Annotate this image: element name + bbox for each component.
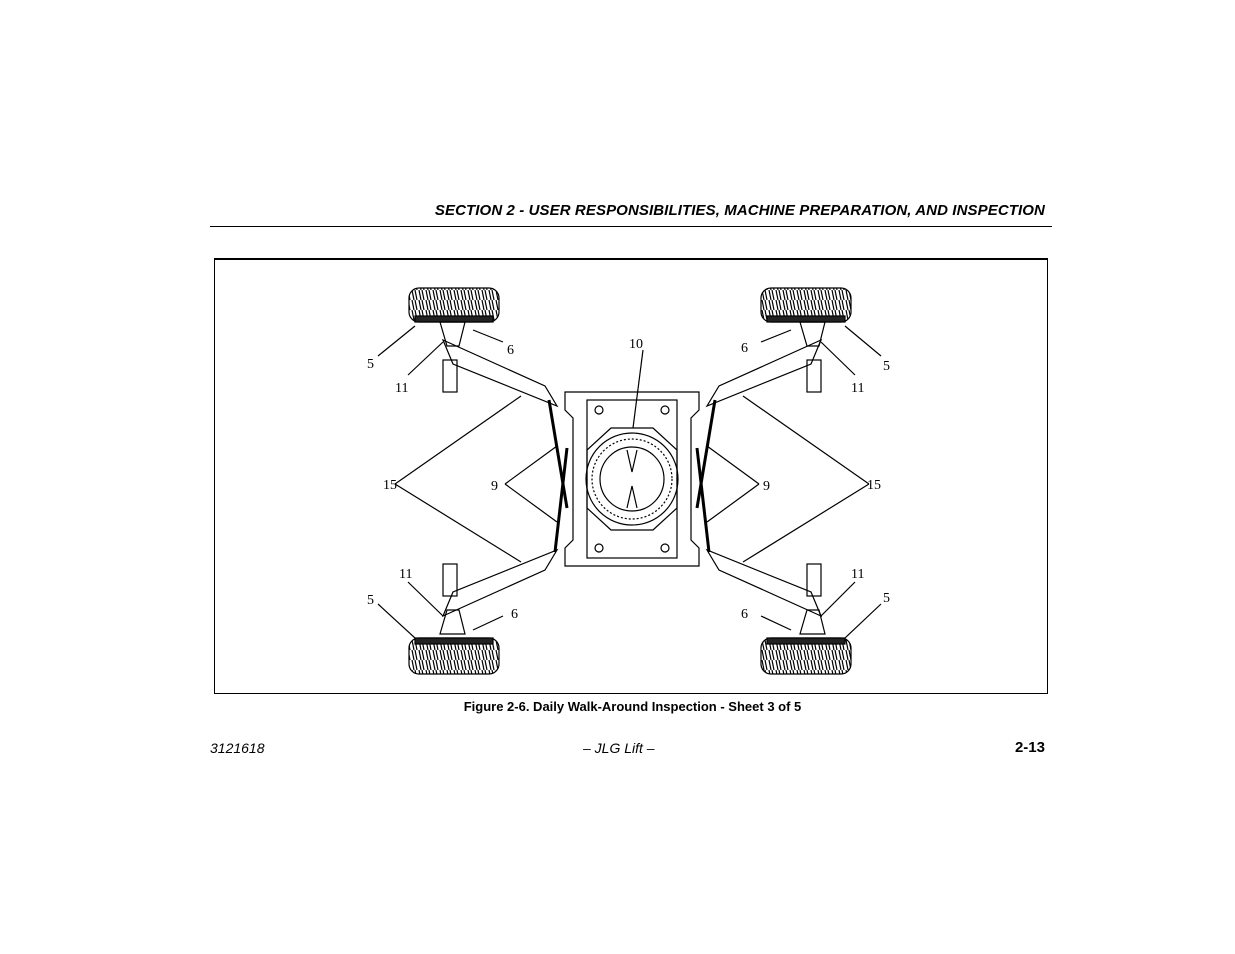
arm-bottom-left xyxy=(441,548,559,618)
publisher: – JLG Lift – xyxy=(583,740,655,756)
section-title: SECTION 2 - USER RESPONSIBILITIES, MACHI… xyxy=(434,202,1045,219)
callout-9-right: 9 xyxy=(763,479,770,494)
machine-diagram: 5 6 11 10 6 5 11 15 9 9 15 11 5 6 11 5 6 xyxy=(367,287,890,675)
callout-6-top-left: 6 xyxy=(507,343,514,358)
page-number: 2-13 xyxy=(1014,739,1045,756)
callout-5-top-left: 5 xyxy=(367,357,374,372)
callout-6-bottom-right: 6 xyxy=(741,607,748,622)
header-rule xyxy=(210,226,1052,227)
callout-6-bottom-left: 6 xyxy=(511,607,518,622)
figure-frame: 5 6 11 10 6 5 11 15 9 9 15 11 5 6 11 5 6 xyxy=(214,258,1048,694)
arm-top-right xyxy=(705,338,823,408)
callout-11-bottom-left: 11 xyxy=(399,567,412,582)
tire-bottom-right xyxy=(760,637,852,675)
swing-bearing xyxy=(585,432,679,526)
callout-10: 10 xyxy=(629,337,643,352)
doc-number: 3121618 xyxy=(210,740,265,756)
callout-11-bottom-right: 11 xyxy=(851,567,864,582)
callout-6-top-right: 6 xyxy=(741,341,748,356)
callout-11-top-right: 11 xyxy=(851,381,864,396)
tire-top-right xyxy=(760,287,852,323)
tire-bottom-left xyxy=(408,637,500,675)
figure-caption: Figure 2-6. Daily Walk-Around Inspection… xyxy=(463,699,802,714)
callout-15-right: 15 xyxy=(867,478,881,493)
callout-5-bottom-right: 5 xyxy=(883,591,890,606)
arm-bottom-right xyxy=(705,548,823,618)
callout-5-bottom-left: 5 xyxy=(367,593,374,608)
callout-5-top-right: 5 xyxy=(883,359,890,374)
callout-15-left: 15 xyxy=(383,478,397,493)
callout-11-top-left: 11 xyxy=(395,381,408,396)
chassis xyxy=(564,391,700,567)
arm-top-left xyxy=(441,338,559,408)
tire-top-left xyxy=(408,287,500,323)
callout-9-left: 9 xyxy=(491,479,498,494)
